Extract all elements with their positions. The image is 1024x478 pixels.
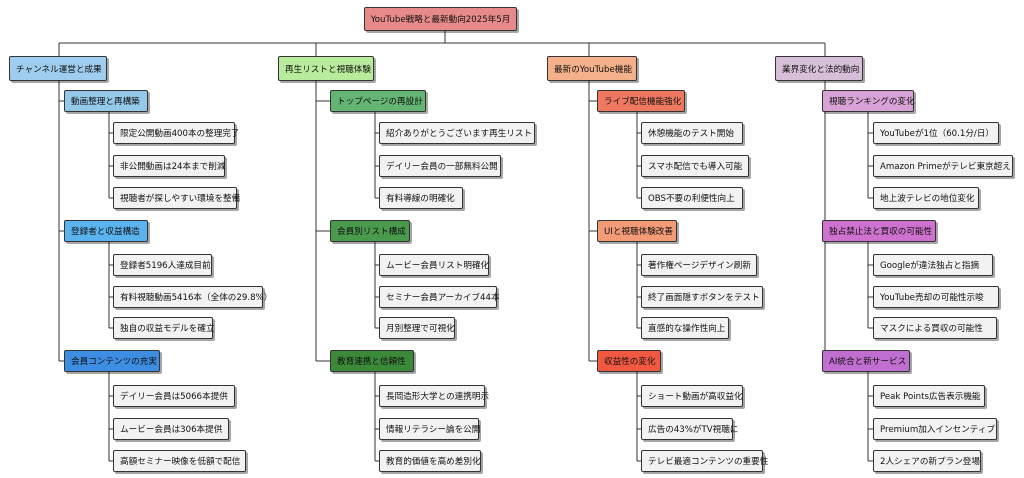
leaf-item: 地上波テレビの地位変化 (873, 187, 979, 209)
group-member-content: 会員コンテンツの充実 (64, 350, 160, 372)
leaf-item: 独自の収益モデルを確立 (113, 317, 215, 339)
leaf-item: Premium加入インセンティブ (873, 418, 997, 440)
leaf-item: 視聴者が探しやすい環境を整備 (113, 187, 240, 209)
leaf-item: YouTube売却の可能性示唆 (873, 286, 999, 308)
leaf-item: 紹介ありがとうございます再生リスト (379, 122, 535, 144)
leaf-item: 有料視聴動画5416本（全体の29.8%） (113, 286, 272, 308)
group-profitability: 収益性の変化 (597, 350, 661, 372)
leaf-item: ムービー会員リスト明確化 (379, 254, 489, 276)
category-industry-legal-trends: 業界変化と法的動向 (775, 56, 863, 81)
leaf-item: スマホ配信でも導入可能 (641, 155, 749, 177)
group-top-page-redesign: トップページの再設計 (330, 90, 426, 112)
group-antitrust-acquisition: 独占禁止法と買収の可能性 (822, 220, 936, 242)
leaf-item: 限定公開動画400本の整理完了 (113, 122, 240, 144)
group-ai-integration: AI統合と新サービス (822, 350, 910, 372)
group-member-lists: 会員別リスト構成 (330, 220, 410, 242)
leaf-item: 高額セミナー映像を低額で配信 (113, 450, 246, 472)
leaf-item: デイリー会員は5066本提供 (113, 385, 235, 407)
leaf-item: Googleが違法独占と指摘 (873, 254, 993, 276)
category-playlists-experience: 再生リストと視聴体験 (278, 56, 374, 81)
leaf-item: 長岡造形大学との連携明示 (379, 385, 489, 407)
leaf-item: Peak Points広告表示機能 (873, 385, 985, 407)
category-channel-operations: チャンネル運営と成果 (9, 56, 107, 81)
leaf-item: 登録者5196人達成目前 (113, 254, 212, 276)
group-live-streaming: ライブ配信機能強化 (597, 90, 685, 112)
leaf-item: 広告の43%がTV視聴に (641, 418, 738, 440)
leaf-item: OBS不要の利便性向上 (641, 187, 743, 209)
leaf-item: ムービー会員は306本提供 (113, 418, 229, 440)
category-latest-youtube-features: 最新のYouTube機能 (547, 56, 637, 81)
leaf-item: YouTubeが1位（60.1分/日） (873, 122, 999, 144)
leaf-item: デイリー会員の一部無料公開 (379, 155, 501, 177)
leaf-item: 著作権ページデザイン刷新 (641, 254, 757, 276)
leaf-item: Amazon Primeがテレビ東京超え (873, 155, 1013, 177)
leaf-item: 非公開動画は24本まで削減 (113, 155, 225, 177)
group-viewing-ranking: 視聴ランキングの変化 (822, 90, 915, 112)
leaf-item: 休憩機能のテスト開始 (641, 122, 743, 144)
group-education-trust: 教育連携と信頼性 (330, 350, 414, 372)
leaf-item: 教育的価値を高め差別化 (379, 450, 481, 472)
leaf-item: 直感的な操作性向上 (641, 317, 729, 339)
leaf-item: テレビ最適コンテンツの重要性 (641, 450, 768, 472)
group-video-reorganization: 動画整理と再構築 (64, 90, 148, 112)
root-node: YouTube戦略と最新動向2025年5月 (364, 7, 517, 31)
leaf-item: 有料導線の明確化 (379, 187, 463, 209)
leaf-item: ショート動画が高収益化 (641, 385, 743, 407)
group-ui-improvements: UIと視聴体験改善 (597, 220, 677, 242)
leaf-item: マスクによる買収の可能性 (873, 317, 997, 339)
leaf-item: 月別整理で可視化 (379, 317, 455, 339)
leaf-item: セミナー会員アーカイブ44本 (379, 286, 500, 308)
leaf-item: 2人シェアの新プラン登場 (873, 450, 981, 472)
leaf-item: 情報リテラシー論を公開 (379, 418, 480, 440)
leaf-item: 終了画面隠すボタンをテスト (641, 286, 763, 308)
group-subscribers-revenue: 登録者と収益構造 (64, 220, 148, 242)
